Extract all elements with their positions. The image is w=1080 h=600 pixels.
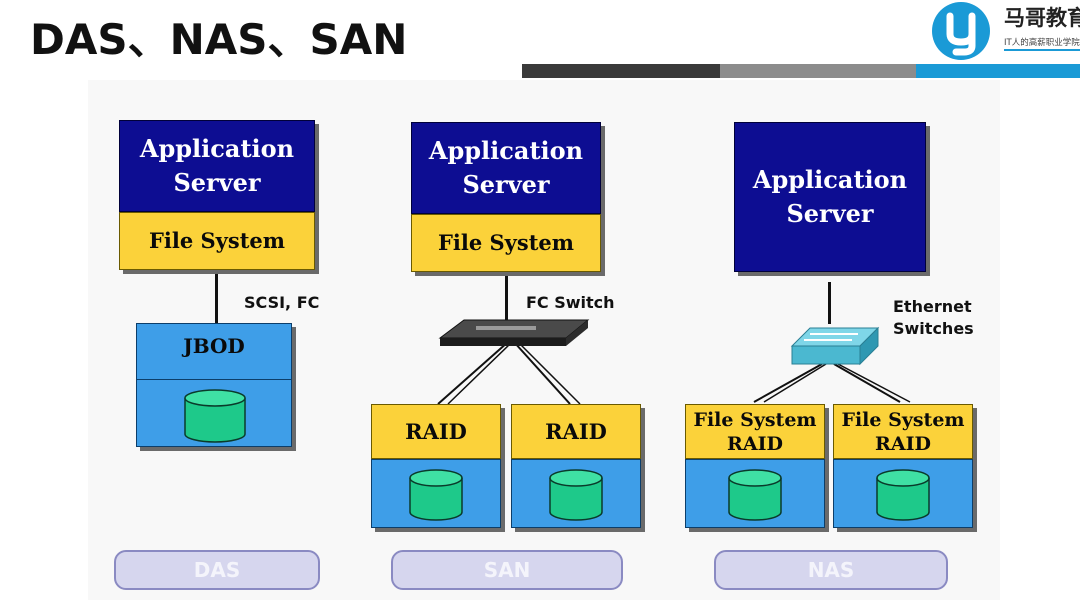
das-jbod-label: JBOD xyxy=(183,334,245,358)
san-raid-right-divider xyxy=(512,459,640,460)
das-file-system: File System xyxy=(119,212,315,270)
brand-logo: 马哥教育 IT人的高薪职业学院 xyxy=(930,2,1080,62)
san-server-switch-link xyxy=(505,276,508,320)
san-raid-left-label: RAID xyxy=(371,404,501,459)
header-bar-gray xyxy=(720,64,916,78)
logo-name: 马哥教育 xyxy=(1004,6,1080,30)
san-application-server: Application Server xyxy=(411,122,601,214)
nas-switch-label: Ethernet Switches xyxy=(893,297,974,338)
nas-left-disk-icon xyxy=(728,469,782,521)
das-label-pill: DAS xyxy=(114,550,320,590)
nas-raid-right-divider xyxy=(834,459,972,460)
san-file-system: File System xyxy=(411,214,601,272)
san-switch-label: FC Switch xyxy=(526,293,615,312)
header-bar-dark xyxy=(522,64,720,78)
das-disk-icon xyxy=(184,389,246,443)
das-connection-label: SCSI, FC xyxy=(244,293,320,312)
san-fc-switch-icon xyxy=(437,319,590,405)
san-right-disk-icon xyxy=(549,469,603,521)
logo-underline xyxy=(1004,49,1080,51)
san-raid-left-divider xyxy=(372,459,500,460)
logo-mark-icon xyxy=(932,2,990,60)
nas-ethernet-switch-icon xyxy=(753,326,911,403)
header-bar-blue xyxy=(916,64,1080,78)
nas-raid-left-divider xyxy=(686,459,824,460)
nas-raid-right-label: File System RAID xyxy=(833,404,973,459)
nas-raid-left-label: File System RAID xyxy=(685,404,825,459)
san-raid-right-label: RAID xyxy=(511,404,641,459)
san-left-disk-icon xyxy=(409,469,463,521)
nas-label-pill: NAS xyxy=(714,550,948,590)
nas-server-switch-link xyxy=(828,282,831,324)
das-scsi-link xyxy=(215,274,218,324)
nas-application-server: Application Server xyxy=(734,122,926,272)
san-label-pill: SAN xyxy=(391,550,623,590)
logo-tagline: IT人的高薪职业学院 xyxy=(1004,38,1080,48)
das-jbod-divider xyxy=(137,379,291,380)
storage-architecture-diagram: Application Server File System SCSI, FC … xyxy=(88,80,1000,600)
nas-right-disk-icon xyxy=(876,469,930,521)
slide-title: DAS、NAS、SAN xyxy=(30,15,408,64)
das-application-server: Application Server xyxy=(119,120,315,212)
das-jbod-storage: JBOD xyxy=(136,323,292,447)
